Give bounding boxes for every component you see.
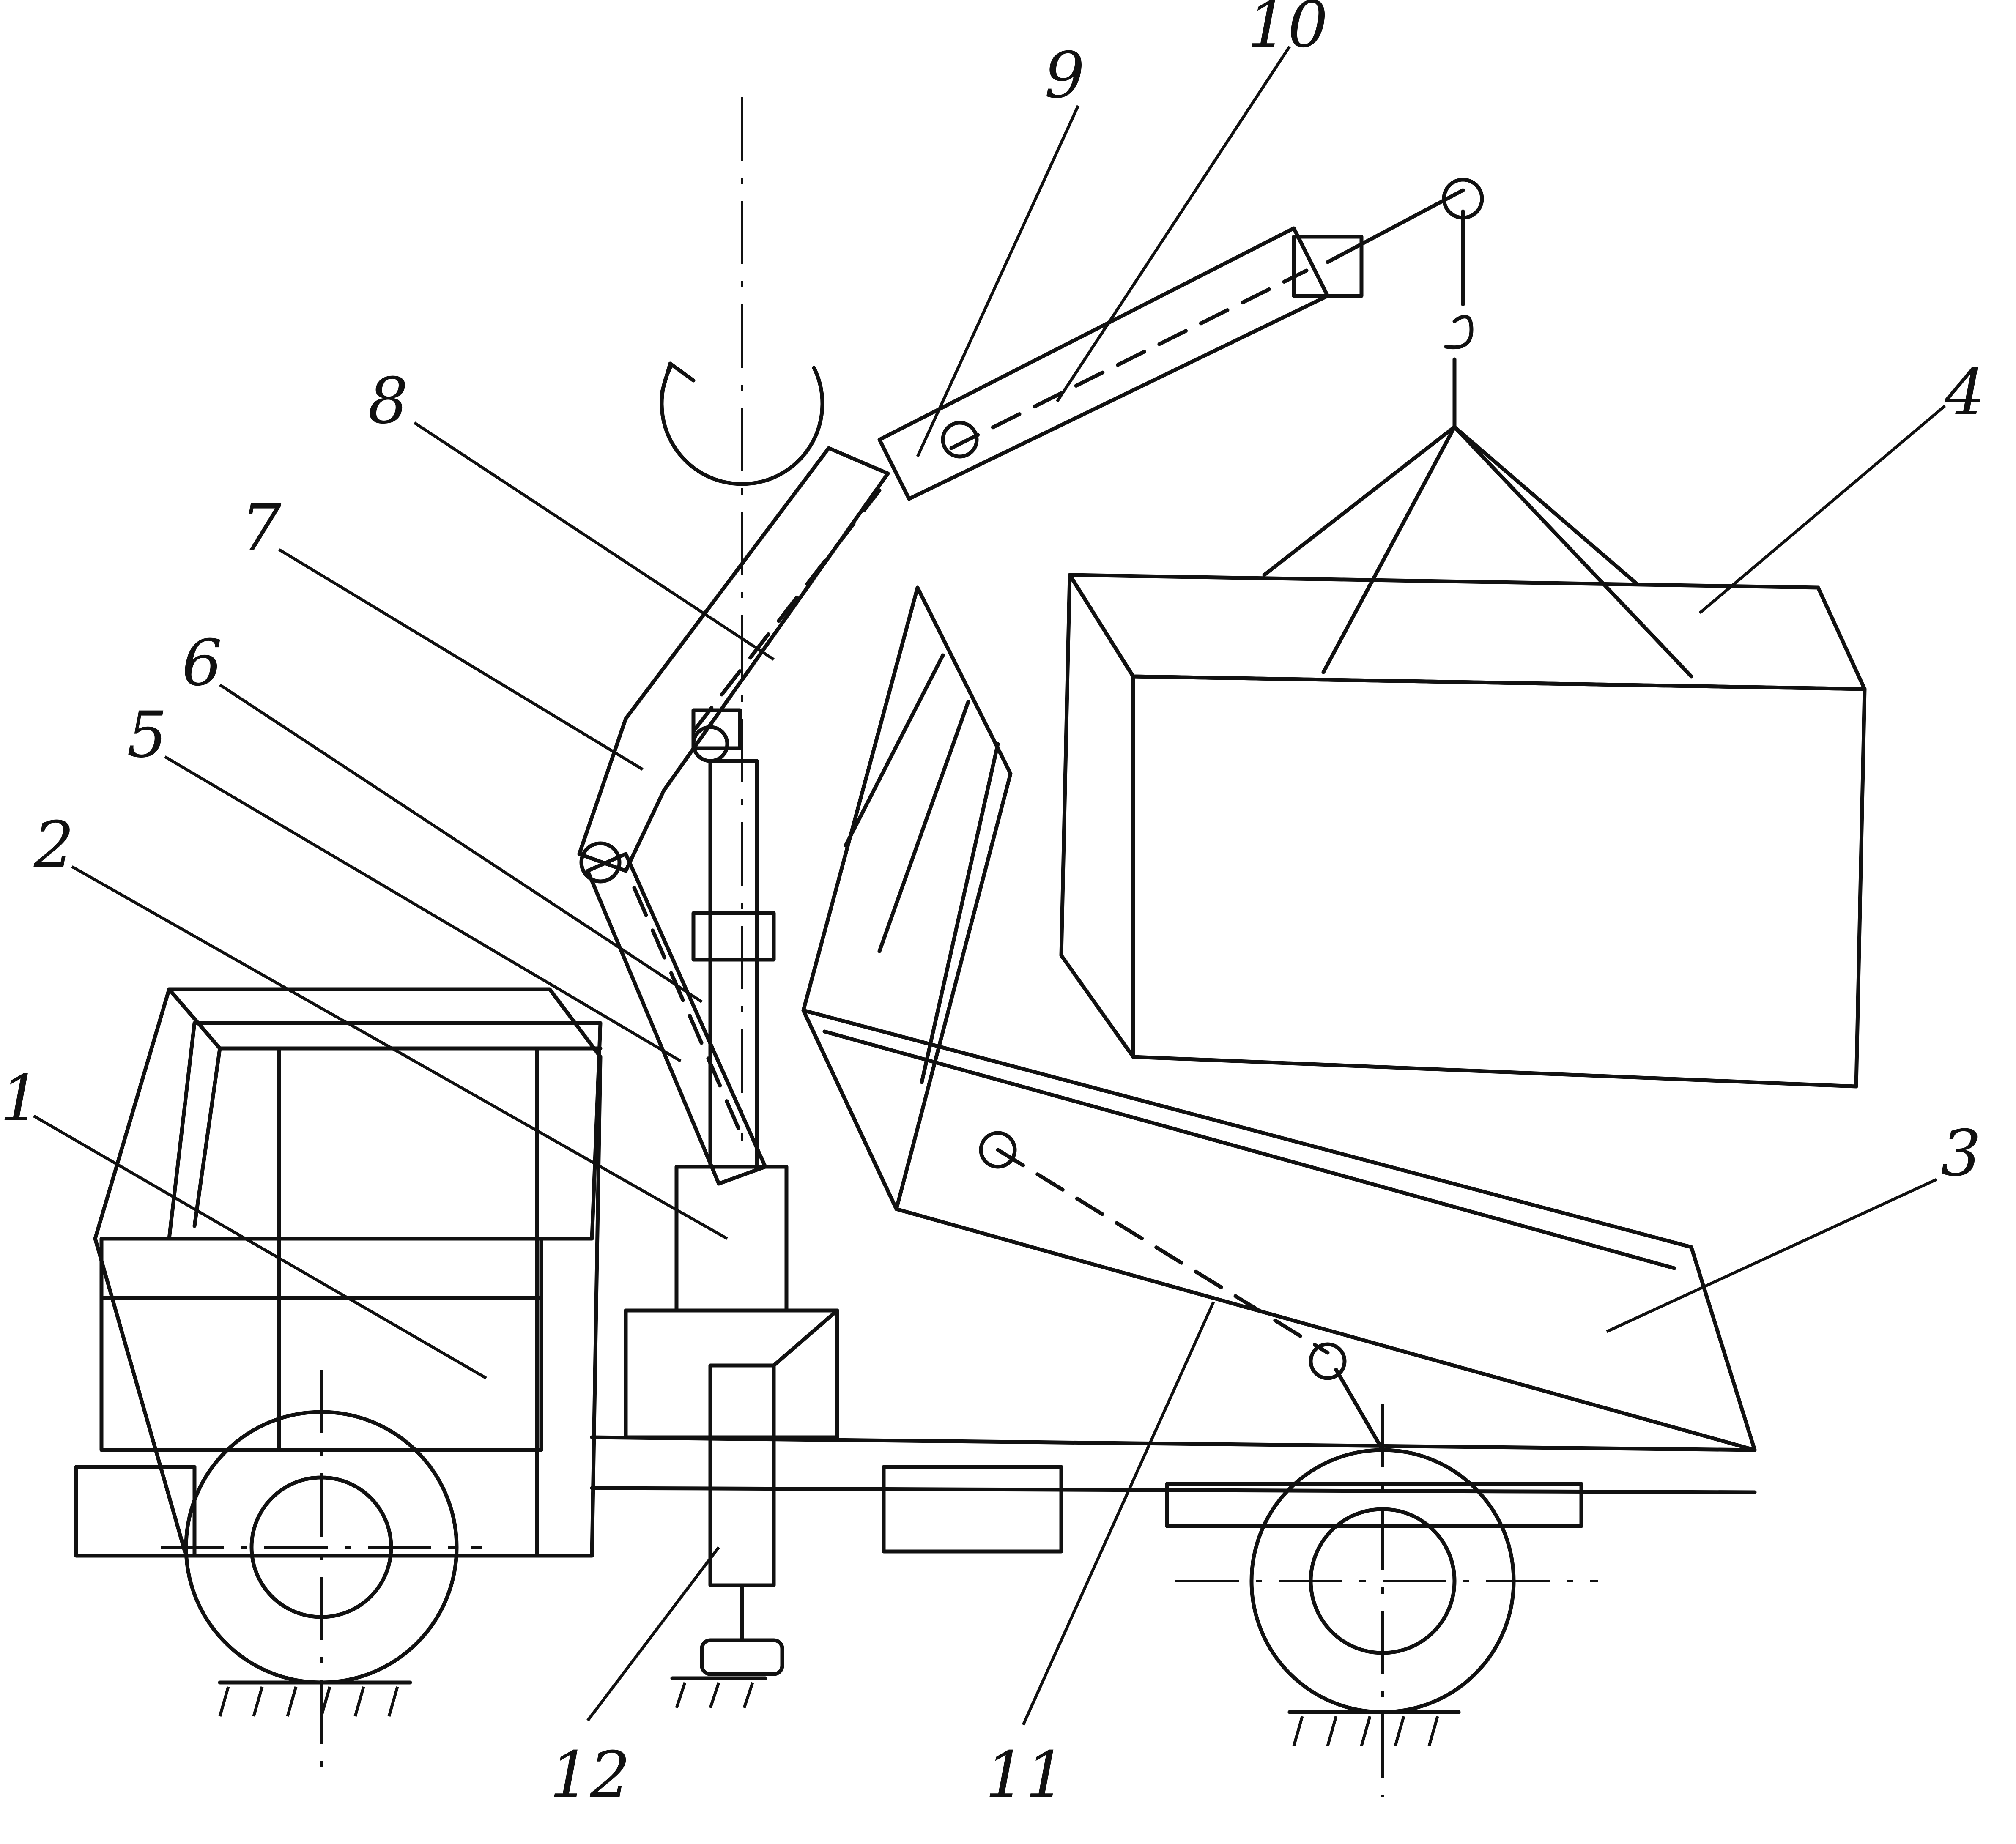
cab-roof-edge [169, 989, 220, 1048]
rear-wheel [1175, 1404, 1598, 1797]
fuel-tank [884, 1467, 1061, 1551]
boom [579, 448, 888, 881]
body-inner-edge [824, 1031, 1674, 1268]
sling-3 [1454, 427, 1636, 583]
hook [1446, 317, 1471, 347]
tailgate-rib-2 [879, 702, 968, 951]
crane-column-tube [710, 761, 757, 1167]
leader-lines [34, 47, 1945, 1725]
crane-mount-box [626, 1310, 837, 1437]
cab-outline [95, 989, 600, 1556]
callouts: 1 2 3 4 5 6 7 8 9 10 11 12 [0, 0, 1985, 1812]
lift-cylinder [588, 854, 765, 1184]
cab [76, 989, 600, 1556]
tipping-cylinder-link [1336, 1370, 1383, 1450]
rotation-arrowhead [662, 364, 693, 393]
load [1061, 359, 1865, 1086]
column-clamp [693, 913, 774, 960]
leader-4 [1700, 406, 1945, 613]
chassis [592, 1310, 1755, 1551]
crane-column [626, 761, 837, 1365]
callout-3: 3 [1941, 1117, 1981, 1190]
outrigger-foot [702, 1640, 782, 1674]
boom-hidden-cylinder [693, 490, 879, 731]
callout-7: 7 [241, 491, 282, 565]
callout-1: 1 [0, 1062, 40, 1135]
callout-9: 9 [1044, 39, 1085, 112]
callout-10: 10 [1247, 0, 1328, 62]
leader-11 [1023, 1302, 1213, 1725]
leader-7 [279, 550, 643, 769]
front-wheel [161, 1370, 482, 1767]
front-bumper [76, 1467, 194, 1556]
sling-1 [1264, 427, 1454, 575]
callout-11: 11 [985, 1738, 1066, 1812]
crane-base-housing [677, 1167, 786, 1310]
load-top-face [1070, 575, 1865, 689]
callout-12: 12 [550, 1738, 630, 1812]
tipping-body [803, 588, 1755, 1450]
windshield-pillar [194, 1048, 220, 1226]
callout-8: 8 [368, 364, 408, 438]
jib-arm [879, 228, 1328, 499]
outrigger-cylinder [710, 1365, 774, 1585]
leader-6 [220, 685, 702, 1002]
callout-2: 2 [33, 808, 74, 882]
leader-10 [1057, 47, 1290, 402]
leader-9 [918, 106, 1078, 457]
leader-12 [588, 1547, 719, 1721]
rear-ground-hatch [1294, 1716, 1438, 1746]
callout-6: 6 [182, 627, 222, 700]
outrigger [672, 1365, 782, 1708]
front-ground-hatch [220, 1687, 397, 1716]
load-side-face [1061, 575, 1133, 1057]
leader-8 [414, 423, 774, 659]
callout-4: 4 [1945, 356, 1985, 430]
load-front-face [1133, 676, 1865, 1086]
lift-cylinder-body [588, 854, 765, 1184]
base-brace [774, 1310, 837, 1365]
main-boom [579, 448, 888, 871]
lift-cylinder-hidden-rod [634, 888, 744, 1141]
jib-hidden-cylinder [951, 271, 1307, 448]
leader-3 [1607, 1179, 1937, 1332]
tailgate [803, 588, 1011, 1209]
sling-4 [1454, 427, 1691, 676]
sling-2 [1323, 427, 1454, 672]
callout-5: 5 [127, 698, 167, 772]
leader-2 [72, 867, 727, 1239]
